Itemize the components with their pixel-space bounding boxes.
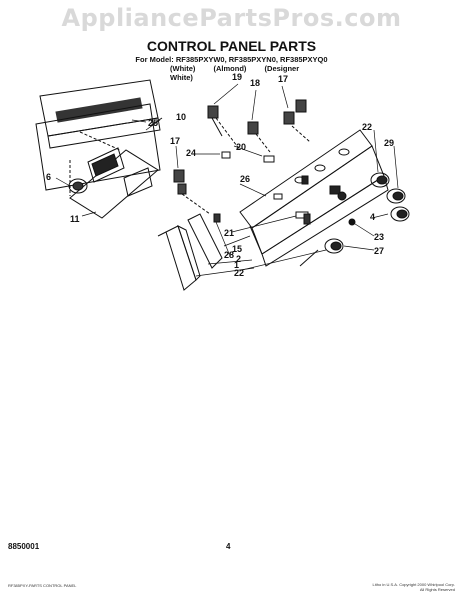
variant-white: (White) — [170, 64, 196, 73]
leader-lines — [55, 83, 399, 277]
callout-24: 24 — [186, 148, 196, 158]
page-title: CONTROL PANEL PARTS — [146, 38, 317, 54]
model-list: For Model: RF385PXYW0, RF385PXYN0, RF385… — [135, 55, 328, 64]
callout-23: 23 — [374, 232, 384, 242]
callout-18: 18 — [250, 78, 260, 88]
clock-assembly — [68, 117, 163, 219]
variant-almond: (Almond) — [213, 64, 247, 73]
callout-27: 27 — [374, 246, 384, 256]
callout-22: 22 — [362, 122, 372, 132]
callout-1: 1 — [234, 260, 239, 270]
fine-print-right: Litho in U.S.A. Copyright 2000 Whirlpool… — [372, 582, 455, 592]
callout-6: 6 — [46, 172, 51, 182]
callout-11: 11 — [70, 214, 80, 224]
color-variants: (White) (Almond) (Designer White) — [170, 64, 330, 82]
fine-print-left: RF385PXY-PARTS CONTROL PANEL — [8, 583, 77, 588]
callout-22b: 22 — [234, 268, 244, 278]
callout-4: 4 — [370, 212, 375, 222]
callout-15: 15 — [232, 244, 242, 254]
callout-2: 2 — [236, 254, 241, 264]
callout-28: 28 — [224, 250, 234, 260]
callout-21: 21 — [224, 228, 234, 238]
switches — [173, 99, 311, 215]
page-number: 4 — [226, 542, 231, 551]
watermark: AppliancePartsPros.com — [61, 4, 402, 32]
document-number: 8850001 — [8, 542, 40, 551]
callout-20: 20 — [236, 142, 246, 152]
end-brackets — [157, 213, 311, 291]
callout-19: 19 — [232, 72, 242, 82]
variant-designer-white: (Designer White) — [170, 64, 300, 82]
callout-29: 29 — [384, 138, 394, 148]
callout-17: 17 — [278, 74, 288, 84]
callout-labels: 19 18 17 25 10 17 24 20 22 29 6 26 11 4 … — [46, 72, 394, 278]
callout-10: 10 — [176, 112, 186, 122]
backguard-panel — [35, 79, 161, 191]
control-panel — [239, 129, 389, 267]
callout-26: 26 — [240, 174, 250, 184]
callout-17b: 17 — [170, 136, 180, 146]
callout-25: 25 — [148, 118, 158, 128]
